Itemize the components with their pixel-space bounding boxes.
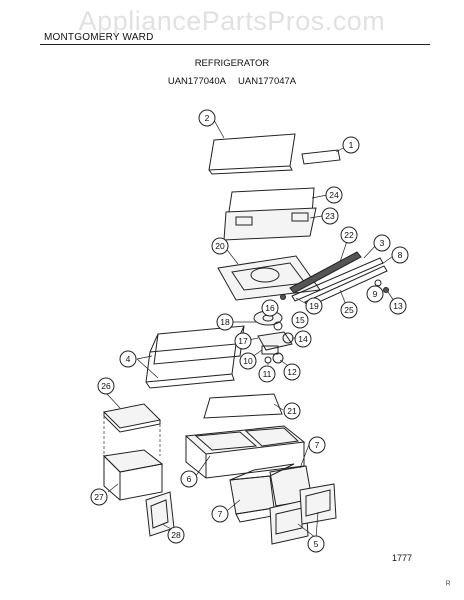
callout-5: 5 bbox=[307, 535, 325, 553]
callout-15: 15 bbox=[291, 311, 309, 329]
callout-22: 22 bbox=[340, 226, 358, 244]
callout-label: 22 bbox=[344, 230, 354, 240]
callout-25: 25 bbox=[340, 301, 358, 319]
page-title: REFRIGERATOR bbox=[194, 58, 270, 69]
callout-13: 13 bbox=[389, 297, 407, 315]
callout-17: 17 bbox=[234, 332, 252, 350]
callout-28: 28 bbox=[167, 526, 185, 544]
callout-7b: 7 bbox=[211, 505, 229, 523]
callout-11: 11 bbox=[258, 365, 276, 383]
callout-label: 24 bbox=[329, 190, 339, 200]
callout-label: 10 bbox=[243, 356, 253, 366]
leader-lines bbox=[106, 119, 397, 539]
callout-label: 13 bbox=[393, 301, 403, 311]
callout-label: 4 bbox=[126, 354, 131, 364]
callout-label: 25 bbox=[344, 305, 354, 315]
callout-4: 4 bbox=[119, 350, 137, 368]
corner-mark: ᴿ bbox=[446, 580, 451, 591]
callout-20: 20 bbox=[211, 237, 229, 255]
callout-24: 24 bbox=[325, 186, 343, 204]
callout-label: 14 bbox=[298, 334, 308, 344]
drawer-fronts bbox=[269, 483, 337, 545]
callout-label: 18 bbox=[220, 317, 230, 327]
callout-9: 9 bbox=[366, 285, 384, 303]
left-crisper-cover bbox=[102, 403, 162, 433]
callout-label: 17 bbox=[238, 336, 248, 346]
left-crisper-pan bbox=[102, 416, 164, 501]
brand-label: MONTGOMERY WARD bbox=[44, 32, 154, 43]
callout-label: 21 bbox=[287, 406, 297, 416]
wire-shelf-top bbox=[208, 133, 296, 175]
callout-label: 2 bbox=[205, 113, 210, 123]
header-divider bbox=[40, 44, 430, 45]
callout-18: 18 bbox=[216, 313, 234, 331]
callout-label: 7 bbox=[218, 509, 223, 519]
callout-label: 27 bbox=[94, 492, 104, 502]
crisper-cover-frame bbox=[217, 255, 321, 301]
callout-label: 26 bbox=[101, 381, 111, 391]
callout-label: 3 bbox=[380, 238, 385, 248]
wire-shelves-left bbox=[145, 325, 245, 389]
crisper-shelf bbox=[203, 393, 283, 419]
callout-16: 16 bbox=[261, 299, 279, 317]
callout-1: 1 bbox=[342, 136, 360, 154]
callout-label: 6 bbox=[187, 474, 192, 484]
callout-label: 23 bbox=[325, 211, 335, 221]
callout-10: 10 bbox=[239, 352, 257, 370]
callout-21: 21 bbox=[283, 402, 301, 420]
callout-label: 19 bbox=[309, 301, 319, 311]
figure-number: 1777 bbox=[392, 553, 413, 563]
callout-14: 14 bbox=[294, 330, 312, 348]
shelf-panel bbox=[223, 207, 317, 241]
callout-label: 20 bbox=[215, 241, 225, 251]
watermark: AppliancePartsPros.com bbox=[78, 6, 386, 36]
callout-3: 3 bbox=[373, 234, 391, 252]
callout-label: 15 bbox=[295, 315, 305, 325]
callout-8: 8 bbox=[391, 246, 409, 264]
callout-label: 9 bbox=[373, 289, 378, 299]
callout-label: 12 bbox=[287, 367, 297, 377]
callout-label: 8 bbox=[398, 250, 403, 260]
callout-12: 12 bbox=[283, 363, 301, 381]
shelf-bracket-part bbox=[301, 149, 341, 165]
callout-label: 7 bbox=[315, 440, 320, 450]
model-numbers: UAN177040A UAN177047A bbox=[167, 76, 297, 87]
callout-label: 1 bbox=[349, 140, 354, 150]
callout-label: 16 bbox=[265, 303, 275, 313]
callout-label: 5 bbox=[314, 539, 319, 549]
callout-26: 26 bbox=[97, 377, 115, 395]
callout-2: 2 bbox=[198, 109, 216, 127]
callout-23: 23 bbox=[321, 207, 339, 225]
callout-19: 19 bbox=[305, 297, 323, 315]
callout-label: 11 bbox=[263, 369, 272, 379]
callout-label: 28 bbox=[171, 530, 181, 540]
callout-7a: 7 bbox=[308, 436, 326, 454]
callout-6: 6 bbox=[180, 470, 198, 488]
callout-27: 27 bbox=[90, 488, 108, 506]
